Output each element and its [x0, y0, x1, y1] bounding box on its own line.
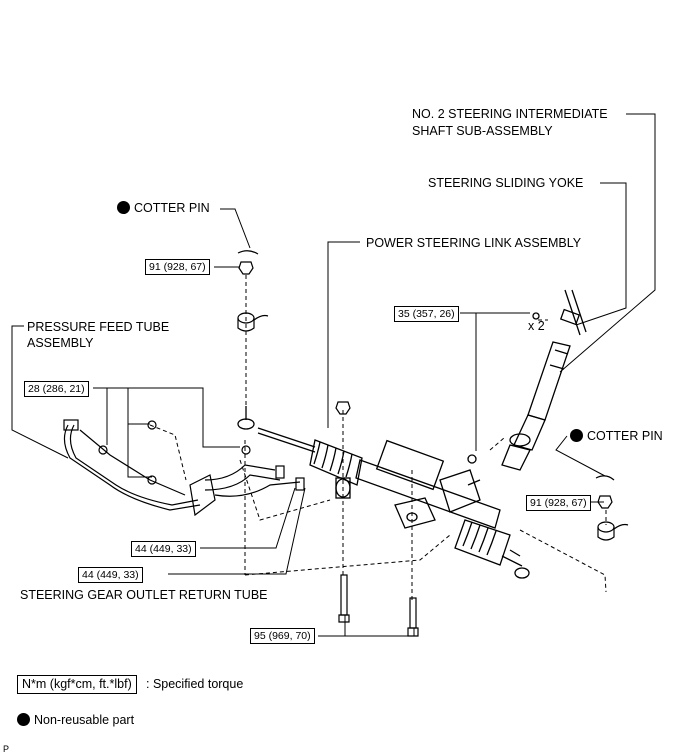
legend-nonreusable: Non-reusable part — [17, 712, 134, 729]
torque-tube-bolts: 28 (286, 21) — [24, 381, 89, 397]
leader-torque-28 — [93, 387, 240, 448]
label-count-x2: x 2 — [528, 319, 545, 333]
right-boot — [454, 519, 511, 566]
legend-nonreusable-text: Non-reusable part — [34, 713, 135, 727]
leader-sliding-yoke — [575, 182, 627, 326]
leader-union-2 — [168, 487, 306, 575]
nonreusable-dot-icon — [117, 201, 130, 214]
rack-housing — [355, 459, 501, 529]
return-tube — [204, 464, 276, 481]
page-code: P — [3, 744, 10, 754]
cotter-pin-left-part — [237, 250, 259, 255]
torque-union-1: 44 (449, 33) — [131, 541, 196, 557]
torque-union-2: 44 (449, 33) — [78, 567, 143, 583]
leader-cotter-pin-right — [555, 435, 606, 477]
intermediate-shaft — [527, 341, 571, 421]
nut-left — [238, 261, 254, 275]
label-intermediate-shaft-2: SHAFT SUB-ASSEMBLY — [412, 124, 553, 138]
nonreusable-legend-icon — [17, 713, 30, 726]
legend-torque-unit: N*m (kgf*cm, ft.*lbf) — [17, 675, 137, 694]
label-cotter-pin-right: COTTER PIN — [570, 429, 663, 444]
nut-right — [597, 495, 613, 509]
cotter-pin-left-text: COTTER PIN — [134, 201, 210, 215]
legend-torque-desc: : Specified torque — [146, 677, 244, 691]
pressure-feed-tube — [63, 424, 201, 511]
torque-mount-bolts: 95 (969, 70) — [250, 628, 315, 644]
torque-left-tierod: 91 (928, 67) — [145, 259, 210, 275]
mount-bolt-2 — [409, 597, 417, 629]
leader-mount-bolts — [318, 615, 346, 637]
leader-cotter-pin-left — [220, 208, 251, 249]
torque-right-tierod: 91 (928, 67) — [526, 495, 591, 511]
leader-pressure-tube — [11, 325, 69, 459]
label-return-tube: STEERING GEAR OUTLET RETURN TUBE — [20, 588, 268, 602]
torque-yoke-bolt: 35 (357, 26) — [394, 306, 459, 322]
cotter-pin-right-part — [595, 475, 615, 481]
label-sliding-yoke: STEERING SLIDING YOKE — [428, 176, 584, 190]
label-cotter-pin-left: COTTER PIN — [117, 201, 210, 216]
nonreusable-dot-icon — [570, 429, 583, 442]
label-link-assembly: POWER STEERING LINK ASSEMBLY — [366, 236, 582, 250]
mount-bolt-1 — [340, 574, 348, 616]
label-pressure-tube-2: ASSEMBLY — [27, 336, 94, 350]
leader-union-1 — [200, 487, 296, 549]
cotter-pin-right-text: COTTER PIN — [587, 429, 663, 443]
leader-torque-35 — [460, 312, 477, 451]
label-pressure-tube-1: PRESSURE FEED TUBE — [27, 320, 170, 334]
leader-intermediate-shaft — [559, 113, 656, 373]
left-boot — [309, 439, 363, 486]
leader-link-assembly — [327, 241, 360, 428]
label-intermediate-shaft-1: NO. 2 STEERING INTERMEDIATE — [412, 107, 608, 121]
